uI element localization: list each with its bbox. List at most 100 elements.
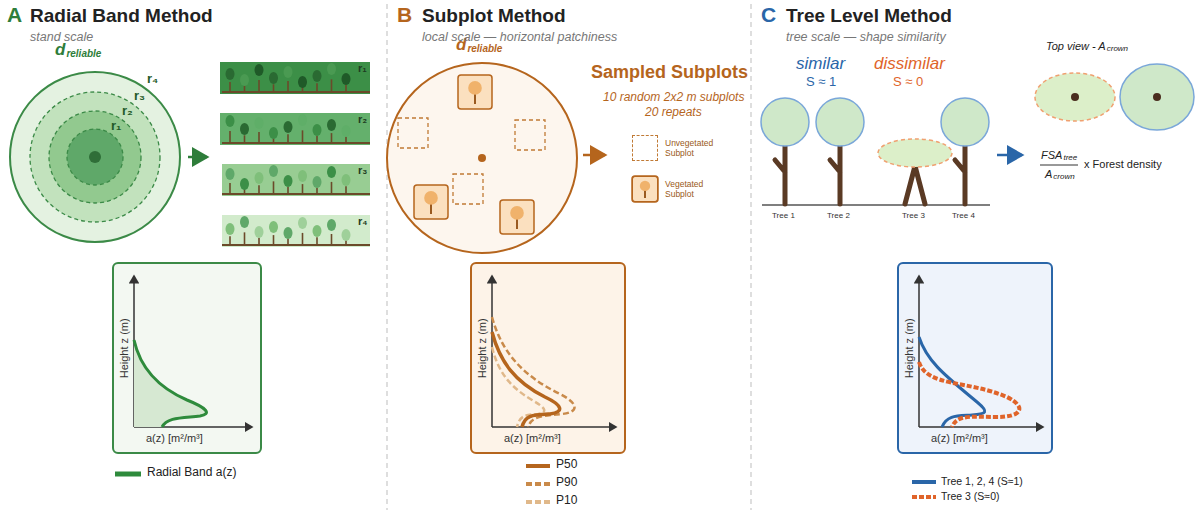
drawing-line (912, 480, 936, 484)
drawing-ellipse (255, 64, 264, 76)
drawing-line (258, 185, 260, 194)
drawing-ellipse (255, 226, 264, 238)
chart-box: Height z (m) a(z) [m²/m³] (897, 262, 1053, 454)
drawing-ellipse (298, 217, 307, 229)
label: S ≈ 1 (806, 75, 836, 90)
drawing-line (244, 232, 246, 245)
drawing-line (526, 500, 550, 504)
drawing-circle (468, 81, 482, 95)
drawing-circle (510, 206, 524, 220)
drawing-rect (222, 164, 370, 196)
drawing-path (919, 337, 985, 427)
drawing-ellipse (342, 174, 351, 186)
drawing-ellipse (298, 114, 307, 126)
drawing-rect (632, 176, 658, 202)
label: Subplot Method (422, 5, 566, 27)
label: Tree 2 (827, 211, 850, 220)
drawing-line (331, 133, 333, 143)
drawing-line (229, 131, 231, 143)
drawing-line (287, 134, 289, 143)
label: Tree 1 (772, 211, 795, 220)
label: Top view - A (1046, 40, 1106, 53)
drawing-ellipse (284, 66, 293, 78)
label: Sampled Subplots (591, 62, 748, 83)
drawing-rect (500, 200, 534, 234)
drawing-line (302, 130, 304, 143)
drawing-circle (387, 63, 577, 253)
drawing-ellipse (327, 119, 336, 131)
drawing-line (526, 464, 550, 468)
node-text: Height z (m) (903, 298, 916, 398)
drawing-path (134, 340, 206, 427)
drawing-rect (453, 174, 483, 204)
drawing-rect (414, 185, 448, 219)
drawing-line (287, 238, 289, 245)
drawing-line (273, 84, 275, 92)
band-box: r₁ (220, 62, 370, 94)
drawing-ellipse (255, 172, 264, 184)
node-text: reliable (66, 48, 101, 60)
node-text: a(z) [m²/m³] (931, 432, 988, 445)
band-box: r₂ (220, 113, 370, 145)
drawing-ellipse (1035, 73, 1115, 121)
node-text: reliable (467, 43, 502, 55)
drawing-path (492, 317, 575, 427)
node-text: r₄ (358, 215, 368, 228)
drawing-line (331, 182, 333, 194)
drawing-ellipse (878, 139, 952, 167)
drawing-ellipse (1120, 64, 1194, 130)
drawing-line (918, 276, 920, 427)
drawing-line (762, 204, 990, 206)
drawing-line (919, 426, 1043, 428)
drawing-ellipse (342, 73, 351, 85)
drawing-ellipse (327, 166, 336, 178)
drawing-ellipse (269, 165, 278, 177)
drawing-circle (816, 98, 864, 146)
drawing-ellipse (327, 63, 336, 75)
chart-box: Height z (m)a(z) [m²/m³] (112, 262, 262, 454)
drawing-circle (386, 62, 578, 254)
drawing-rect (458, 75, 492, 109)
drawing-path (830, 142, 840, 204)
label: similar (796, 54, 845, 74)
drawing-path (905, 166, 925, 204)
label: B (397, 3, 412, 27)
label: 20 repeats (645, 106, 702, 120)
drawing-line (1040, 165, 1078, 166)
drawing-ellipse (226, 115, 235, 127)
label: 10 random 2x2 m subplots (603, 91, 744, 105)
drawing-line (244, 85, 246, 92)
label: dissimilar (874, 54, 945, 74)
drawing-ellipse (313, 124, 322, 136)
drawing-ellipse (269, 72, 278, 84)
drawing-line (492, 426, 616, 428)
label: FSA (1041, 149, 1062, 162)
drawing-line (345, 136, 347, 143)
drawing-line (997, 154, 1022, 157)
band-box: r₃ (222, 164, 370, 196)
drawing-circle (67, 129, 123, 185)
legend-text: Tree 3 (S≈0) (941, 490, 999, 502)
drawing-rect (112, 262, 262, 454)
drawing-line (331, 234, 333, 245)
label: S ≈ 0 (893, 75, 923, 90)
drawing-rect (220, 62, 370, 94)
drawing-path (775, 142, 785, 204)
label: crown (1107, 44, 1128, 53)
label: C (761, 3, 776, 27)
drawing-ellipse (298, 170, 307, 182)
drawing-line (244, 135, 246, 143)
drawing-line (526, 482, 550, 486)
drawing-line (345, 186, 347, 194)
drawing-ellipse (240, 74, 249, 86)
drawing-line (273, 235, 275, 245)
node-text: r₁ (358, 62, 367, 75)
drawing-path (919, 362, 1019, 427)
drawing-line (302, 184, 304, 194)
drawing-ellipse (240, 178, 249, 190)
chart-box: Height z (m)a(z) [m²/m³] (470, 262, 626, 454)
chart-box: Unvegetated Subplot (632, 135, 658, 161)
drawing-circle (89, 151, 101, 163)
drawing-rect (470, 262, 626, 454)
drawing-line (287, 81, 289, 92)
